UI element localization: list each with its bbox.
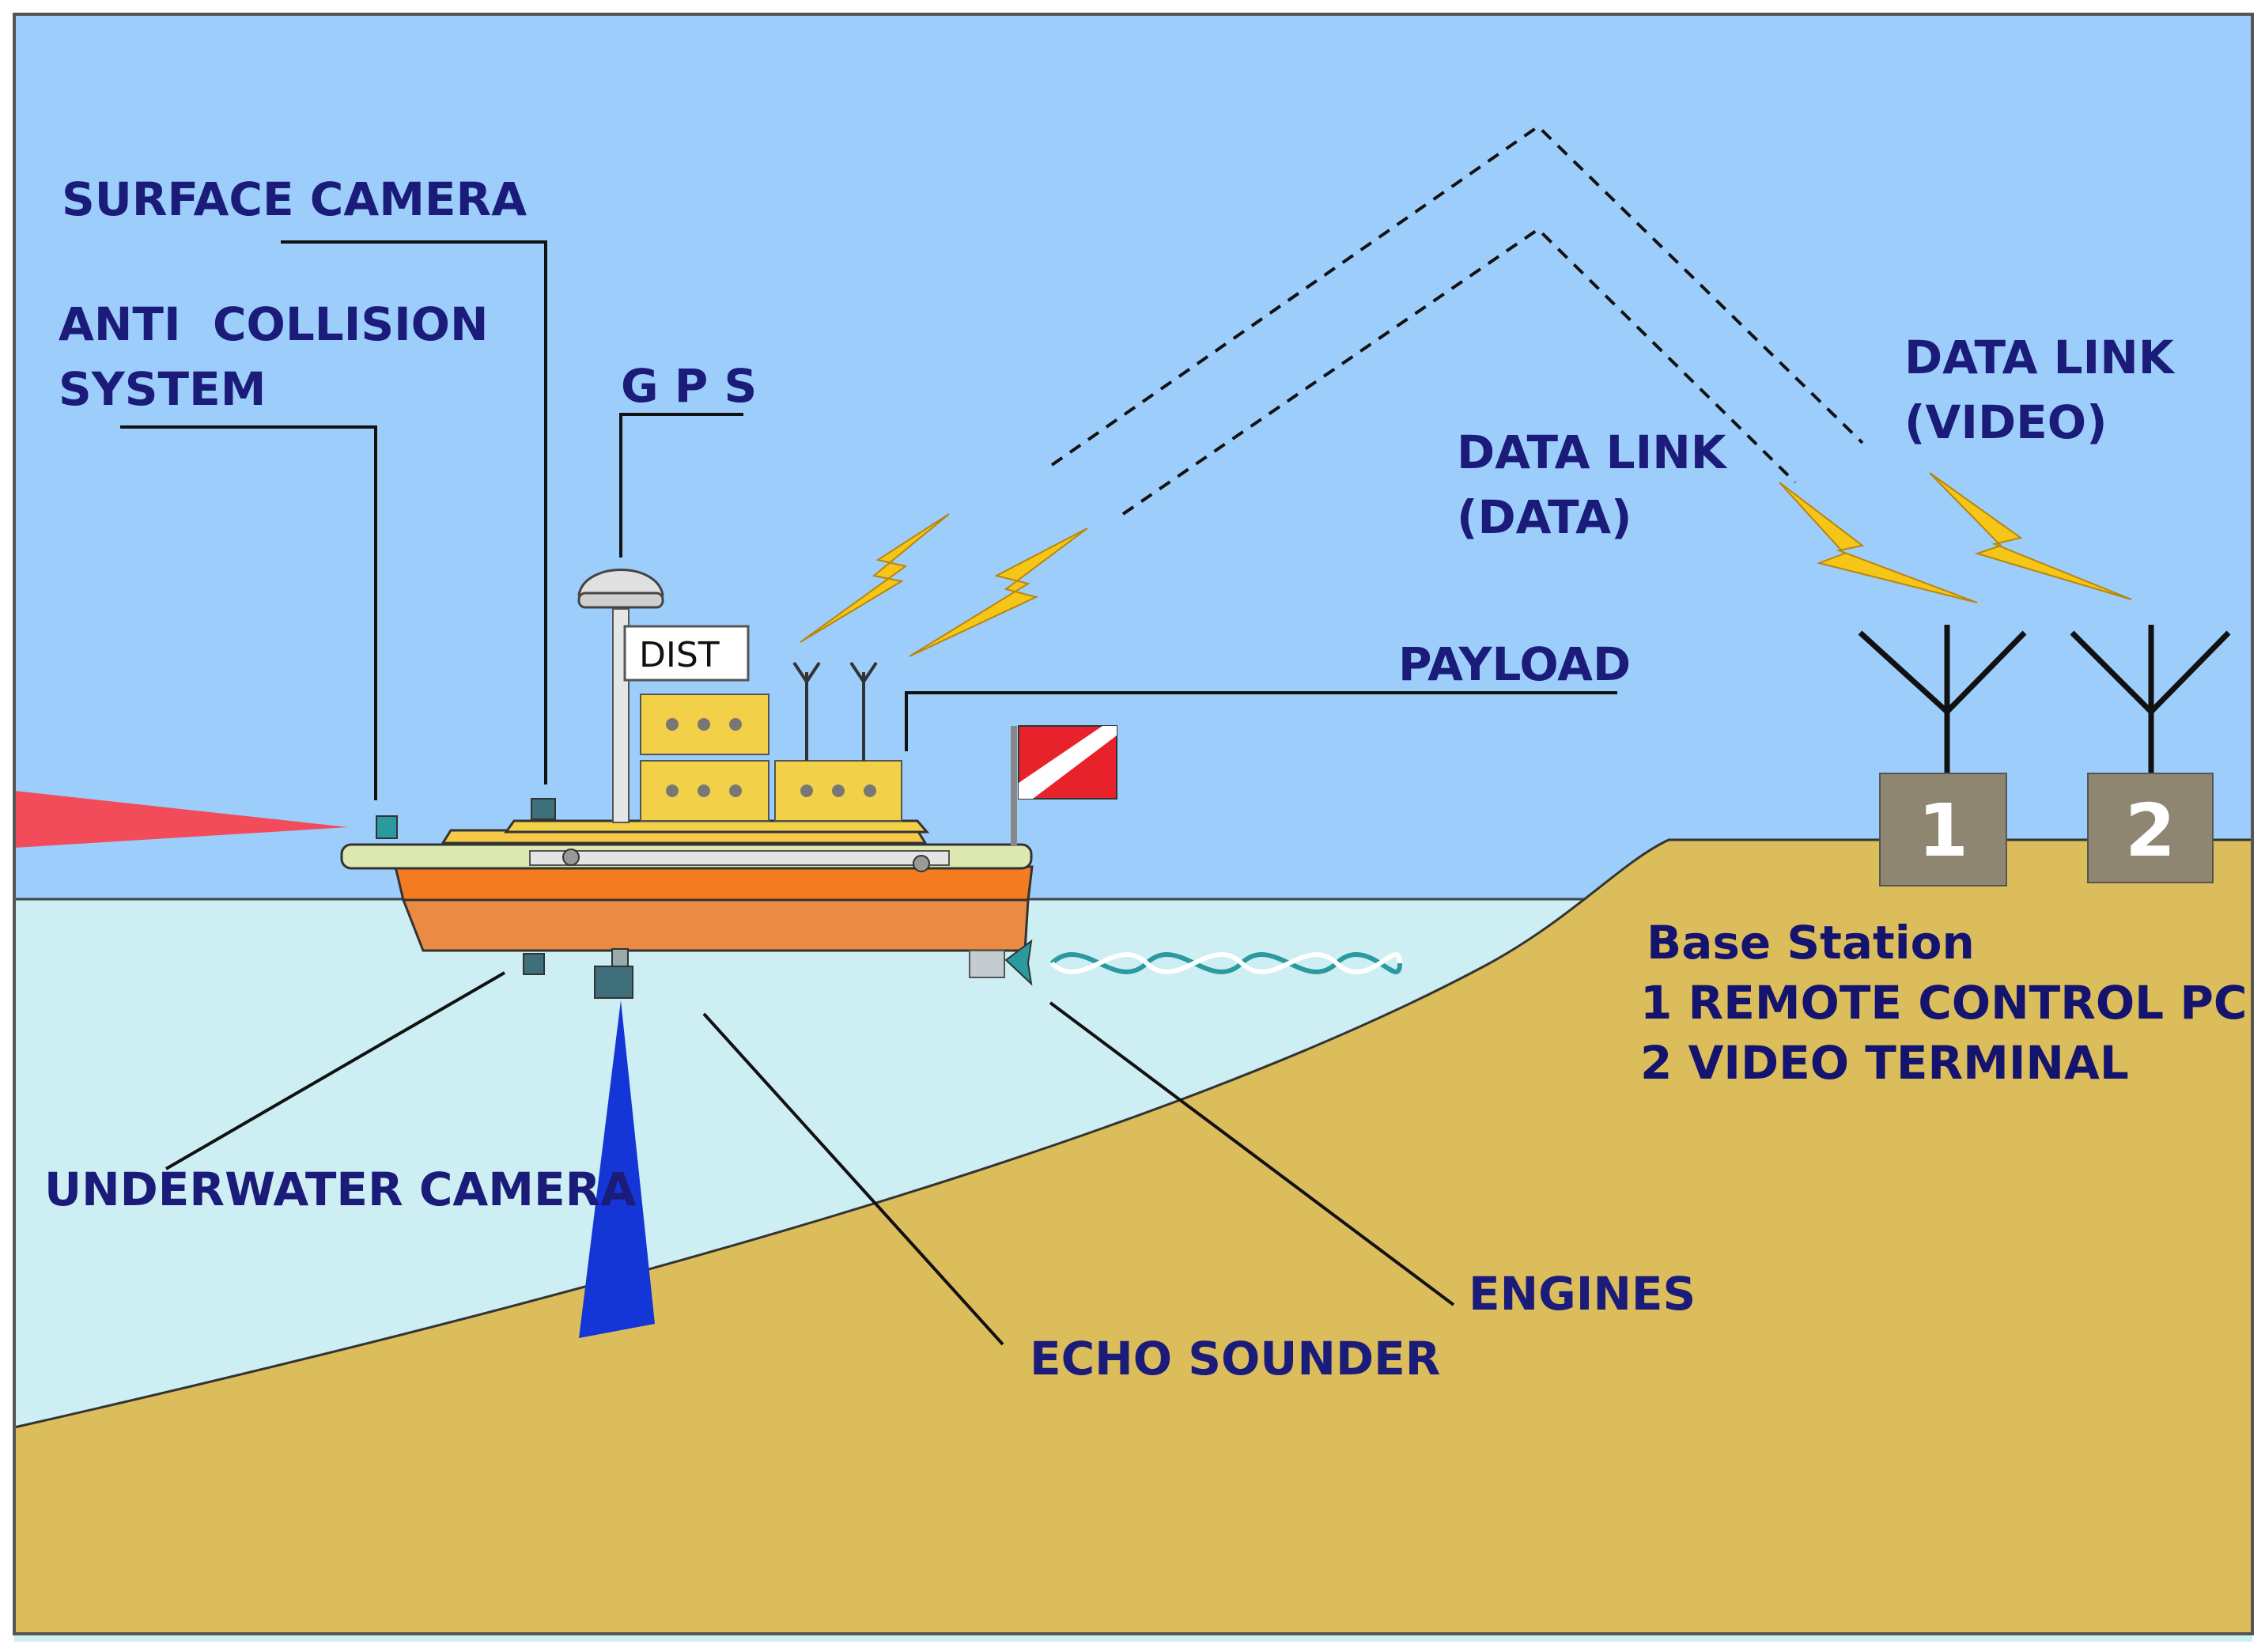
anti-collision-label-line1: ANTI COLLISION [59,297,489,351]
payload-boxes [640,694,902,822]
base-station: 1 2 [1858,625,2231,886]
upper-deck-plate [504,819,930,834]
data-link-data-label-line1: DATA LINK [1457,425,1728,479]
terminal-1-label: 1 [1918,788,1968,873]
signal-bolt-icon [1929,472,2132,600]
gps-label: G P S [621,359,757,413]
seabed [13,838,2254,1635]
base-station-title: Base Station [1647,916,1975,970]
propeller-wake [1049,952,1402,974]
terminal-1 [1879,773,2007,886]
signal-bolt-icon [909,527,1088,657]
gps-dome-base [577,592,664,609]
dive-flag-icon [1018,725,1117,800]
base-station-item-1: 1 REMOTE CONTROL PC [1640,976,2247,1030]
data-link-video-path [1050,124,1864,467]
payload-label: PAYLOAD [1398,637,1631,691]
propeller-icon [1004,939,1033,986]
hull-upper [394,865,1034,902]
usv-vessel: DIST [340,569,1117,999]
base-antenna-icon [1858,625,2231,773]
engine-housing [969,950,1005,978]
dist-sensor-box [623,625,750,682]
terminal-2-label: 2 [2125,788,2176,873]
sky [14,14,2252,900]
anti-collision-sensor [376,815,398,839]
echo-sounder-head [594,966,633,999]
surface-camera-icon [531,798,556,820]
vessel-antenna-icon [792,661,878,761]
deck-bolt [562,849,580,866]
terminal-2 [2087,773,2214,883]
hull-lower [401,898,1030,952]
leader-lines [120,240,1617,1346]
signal-bolts [800,472,2132,657]
signal-bolt-icon [1779,482,1978,603]
anti-collision-beam [14,791,348,848]
anti-collision-label-line2: SYSTEM [59,362,266,416]
echo-sounder-beam [579,1000,655,1338]
deck-rail [529,850,950,866]
dist-label: DIST [639,635,720,675]
engines-label: ENGINES [1469,1267,1696,1321]
data-link-video-label-line2: (VIDEO) [1904,395,2108,449]
gps-dome [577,569,664,596]
surface-camera-label: SURFACE CAMERA [62,172,527,226]
data-link-data-label-line2: (DATA) [1457,490,1632,544]
data-link-video-label-line1: DATA LINK [1904,331,2176,384]
diagram-frame [13,13,2254,1635]
deck-bolt [913,855,930,872]
base-station-item-2: 2 VIDEO TERMINAL [1640,1036,2129,1090]
data-link-paths [1050,124,1864,516]
signal-bolt-icon [800,513,950,643]
echo-sounder-transducer [611,948,629,967]
underwater-camera-icon [523,953,545,975]
echo-sounder-label: ECHO SOUNDER [1030,1332,1440,1385]
underwater-camera-label: UNDERWATER CAMERA [44,1162,636,1216]
